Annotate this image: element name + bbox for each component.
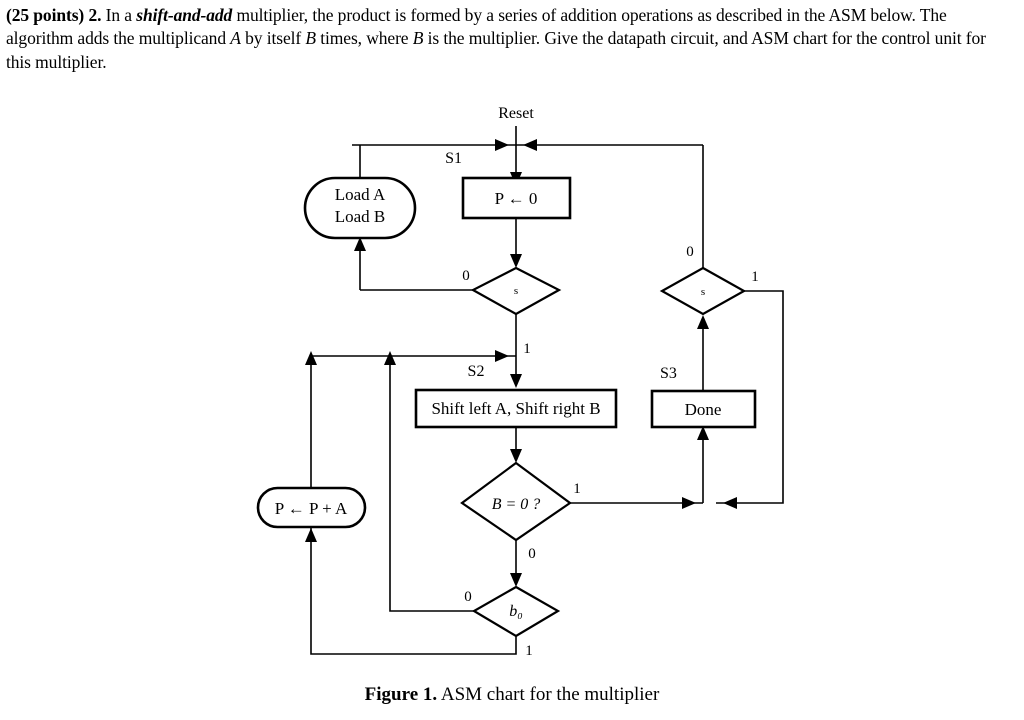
s-right-true-wire xyxy=(716,290,784,504)
state-label-s1: S1 xyxy=(445,150,462,167)
points-label: (25 points) xyxy=(6,5,85,25)
decision-label-b0-1: 1 xyxy=(525,643,533,659)
junction-to-s3-arrow xyxy=(697,426,709,440)
bzero-entry-arrow xyxy=(510,449,522,463)
conditional-output-accumulate xyxy=(256,486,367,529)
state-label-s2: S2 xyxy=(468,363,485,380)
conditional-output-accumulate-text: P ← P + A xyxy=(275,499,348,518)
decision-text-s-top: s xyxy=(514,285,518,297)
problem-text-part-2: multiplier, the product is formed by a s… xyxy=(6,5,947,49)
figure-caption: Figure 1. ASM chart for the multiplier xyxy=(0,684,1024,706)
variable-a: A xyxy=(230,28,241,49)
junction-arrow-right xyxy=(523,139,537,151)
decision-label-bzero-0: 0 xyxy=(528,546,536,562)
bzero-true-arrow xyxy=(682,497,696,509)
decision-label-bzero-1: 1 xyxy=(573,481,581,497)
state-text-s2: Shift left A, Shift right B xyxy=(431,399,600,418)
state-box-s3 xyxy=(650,389,757,429)
problem-number: 2. xyxy=(88,5,102,25)
junction-arrow-left xyxy=(495,139,509,151)
accumulate-entry-arrow xyxy=(305,528,317,542)
conditional-output-load-line2: Load B xyxy=(335,207,386,226)
decision-text-bzero: B = 0 ? xyxy=(492,496,541,513)
conditional-output-load-line1: Load A xyxy=(335,185,386,204)
s-right-true-arrow xyxy=(723,497,737,509)
loop-return-arrow xyxy=(495,350,509,362)
decision-diamond-s-right xyxy=(659,266,747,316)
figure-caption-number: Figure 1. xyxy=(364,684,438,705)
decision-label-s-top-1: 1 xyxy=(523,341,531,357)
problem-text-part-1: In a xyxy=(101,5,137,25)
problem-text-part-3: by itself xyxy=(240,28,306,49)
state-text-s3: Done xyxy=(685,400,722,419)
variable-b: B xyxy=(305,28,316,49)
problem-emphasis: shift-and-add xyxy=(136,5,233,25)
state-label-s3: S3 xyxy=(660,365,677,382)
s1-decision-arrow xyxy=(510,254,522,268)
problem-text-part-5: is the multiplier. Give the datapath cir… xyxy=(6,28,986,72)
b0-false-wire xyxy=(389,358,474,612)
load-oval-arrow xyxy=(354,237,366,251)
decision-text-s-right: s xyxy=(701,286,705,298)
variable-b-second: B xyxy=(412,28,424,49)
state-box-s1 xyxy=(461,176,572,220)
b0-true-arrow xyxy=(305,351,317,365)
decision-label-s-top-0: 0 xyxy=(462,268,470,284)
asm-chart-figure: Reset S1 P ← 0 s 0 1 Load A Load B xyxy=(0,88,1024,678)
b0-false-arrow xyxy=(384,351,396,365)
decision-text-b0: b₀ xyxy=(509,603,523,620)
state-text-s1: P ← 0 xyxy=(495,189,538,208)
decision-label-b0-0: 0 xyxy=(464,589,472,605)
s2-entry-arrow xyxy=(510,374,522,388)
figure-caption-text: ASM chart for the multiplier xyxy=(437,684,660,705)
decision-label-s-right-0: 0 xyxy=(686,244,694,260)
s3-to-decision-arrow xyxy=(697,315,709,329)
problem-statement: (25 points) 2. In a shift-and-add multip… xyxy=(6,4,1014,74)
b0-entry-arrow xyxy=(510,573,522,587)
decision-label-s-right-1: 1 xyxy=(751,269,759,285)
problem-text-part-4: times, where xyxy=(315,28,413,49)
reset-label: Reset xyxy=(498,105,534,122)
